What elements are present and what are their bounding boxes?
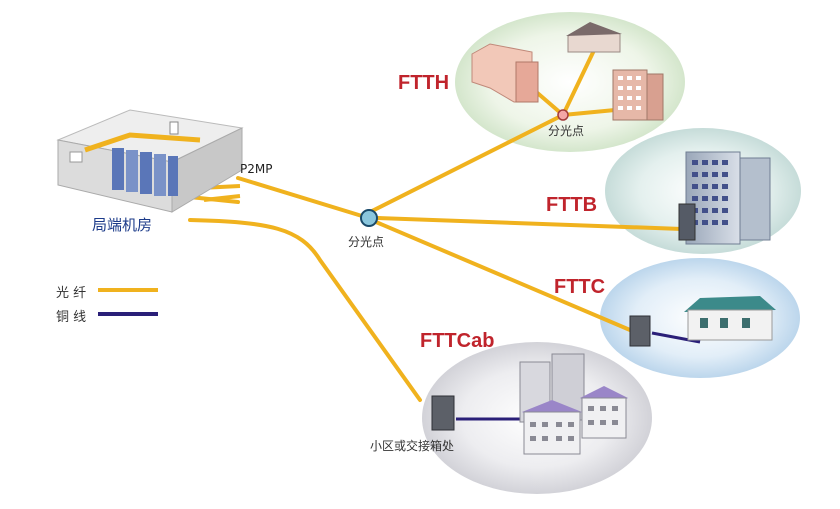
p2mp-label: P2MP xyxy=(240,162,273,176)
fiber-stub-2 xyxy=(203,194,241,202)
apartment-complex-icon xyxy=(431,353,628,455)
ftth-splitter-node-icon xyxy=(557,109,569,121)
ftth-label: FTTH xyxy=(398,72,450,94)
residential-buildings-icon xyxy=(471,22,664,121)
fiber-ftth-3 xyxy=(561,108,617,117)
server-room-icon xyxy=(56,109,244,213)
fttcab-label: FTTCab xyxy=(420,330,495,352)
central-office-label: 局端机房 xyxy=(92,216,153,234)
legend-copper-label: 铜 线 xyxy=(56,310,87,325)
fttc-label: FTTC xyxy=(554,276,606,298)
fiber-to-ftth xyxy=(368,113,565,214)
fiber-to-fttb xyxy=(376,216,684,231)
office-building-icon xyxy=(678,151,771,245)
house-icon xyxy=(629,296,776,347)
fiber-ftth-2 xyxy=(561,40,600,117)
main-splitter-label: 分光点 xyxy=(348,235,385,249)
ftth-splitter-label: 分光点 xyxy=(548,124,585,138)
splitter-node-icon xyxy=(360,209,378,227)
fiber-to-fttc xyxy=(374,220,632,332)
fiber-main-trunk xyxy=(236,176,364,218)
fttcab-cabinet-label: 小区或交接箱处 xyxy=(370,439,455,453)
fttb-label: FTTB xyxy=(546,194,598,216)
fiber-to-fttcab xyxy=(188,218,422,402)
legend-fiber-label: 光 纤 xyxy=(56,286,87,301)
